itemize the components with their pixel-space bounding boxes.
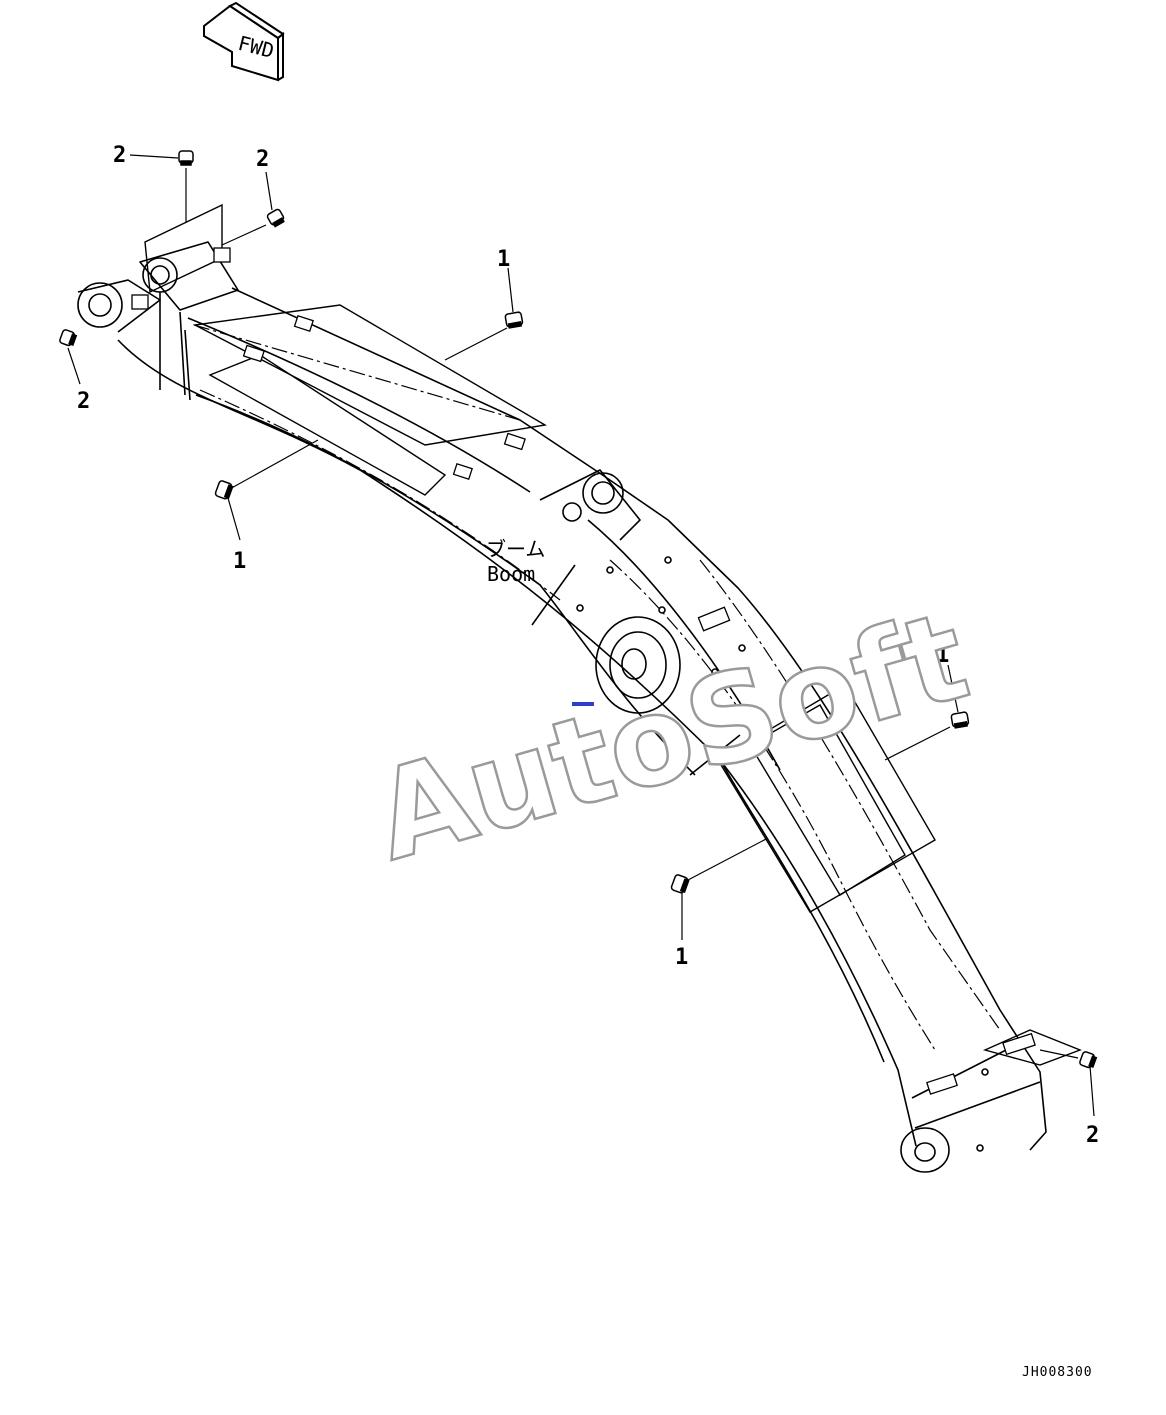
fwd-arrow-icon: FWD [203,1,285,82]
watermark: AutoSoft [360,585,982,889]
part-label-en: Boom [487,562,535,586]
cap-icon [950,711,970,729]
drawing-code: JH008300 [1022,1365,1093,1380]
plug-caps [59,150,1098,1069]
callout-number: 1 [233,549,246,574]
cap-icon [504,311,524,329]
blue-marker-dot [572,702,594,706]
callout-leaders [67,154,1095,1117]
callout-numbers: 2 2 2 1 1 1 1 2 [77,143,1099,1148]
cap-icon [214,480,234,500]
cap-icon [670,874,690,894]
decal-right-back [749,704,906,896]
callout-number: 1 [675,945,688,970]
boom-body [77,241,1047,1173]
decal-top [192,304,548,446]
callout-number: 1 [936,643,949,668]
callout-number: 1 [497,247,510,272]
decal-right-front [717,684,936,913]
callout-number: 2 [1086,1123,1099,1148]
callout-number: 2 [113,143,126,168]
callout-number: 2 [256,147,269,172]
decal-left [208,354,447,496]
cap-icon [1079,1051,1098,1069]
part-label-jp: ブーム [486,537,545,561]
callout-number: 2 [77,389,90,414]
cap-icon [178,150,194,166]
cap-icon [266,208,285,228]
clip-brackets [131,247,1036,1095]
cap-icon [59,329,78,347]
decal-tip [982,1029,1082,1066]
